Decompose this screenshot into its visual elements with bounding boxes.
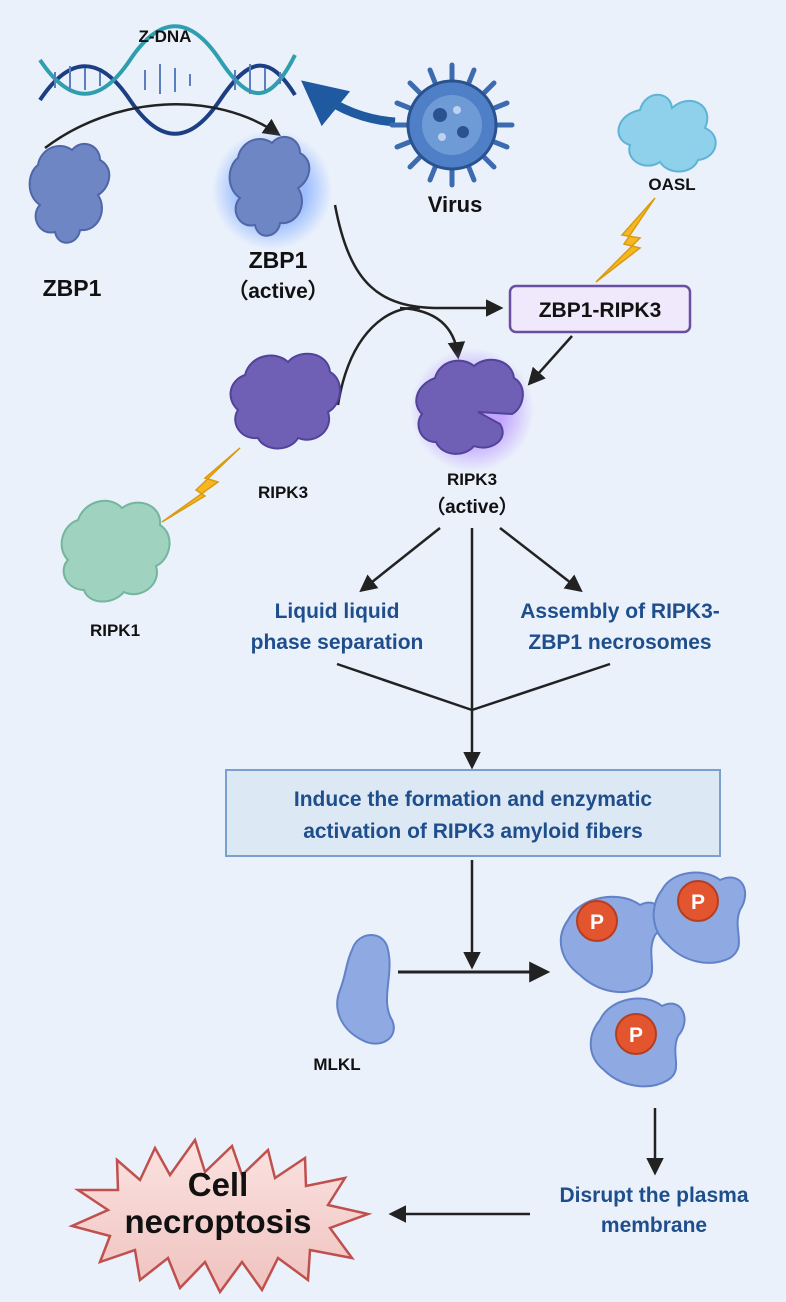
necrosome-label-line1: Assembly of RIPK3-	[520, 600, 720, 623]
necroptosis-label-line1: Cell	[188, 1166, 249, 1203]
phospho-1-icon	[576, 900, 618, 942]
oasl-lightning-icon	[595, 197, 656, 283]
phospho-2-label: P	[691, 891, 705, 914]
ripk3-active-state: （active）	[426, 495, 518, 518]
zbp1-ripk3-complex-label: ZBP1-RIPK3	[539, 299, 662, 322]
phospho-1-label: P	[590, 911, 604, 934]
zbp1-active-state: （active）	[227, 279, 329, 303]
necrosome-converge-line	[471, 662, 611, 712]
to-llps-arrow	[359, 527, 441, 593]
virus-to-zdna-arrow	[301, 80, 396, 127]
disrupt-label-line1: Disrupt the plasma	[559, 1184, 748, 1207]
zbp1-protein-icon	[28, 142, 111, 244]
llps-label-line1: Liquid liquid	[275, 600, 400, 623]
oasl-protein-icon	[617, 93, 717, 173]
ripk3-active-protein-icon	[415, 358, 524, 455]
llps-label-line2: phase separation	[251, 631, 424, 654]
zbp1-ripk3-complex-box	[508, 284, 692, 334]
ripk3-active-name: RIPK3	[447, 470, 497, 489]
ripk3-label: RIPK3	[258, 483, 308, 502]
induce-box	[225, 769, 721, 857]
phospho-3-icon	[615, 1013, 657, 1055]
ripk1-protein-icon	[60, 499, 171, 603]
merge-to-ripk3-active-arrow	[399, 306, 466, 360]
virus-icon	[389, 62, 515, 188]
mlkl-protein-icon	[336, 934, 395, 1045]
to-necrosome-arrow	[499, 527, 583, 593]
induce-label-line2: activation of RIPK3 amyloid fibers	[303, 820, 643, 843]
necroptosis-burst-shape	[68, 1137, 373, 1295]
disrupt-label-line2: membrane	[601, 1214, 707, 1237]
phospho-3-label: P	[629, 1024, 643, 1047]
ripk1-label: RIPK1	[90, 621, 140, 640]
mlkl-label: MLKL	[313, 1055, 360, 1074]
ripk3-protein-icon	[229, 352, 341, 450]
zbp1-active-name: ZBP1	[249, 247, 308, 273]
llps-converge-line	[336, 662, 473, 712]
zbp1-to-complex-arrow	[333, 204, 504, 317]
complex-to-ripk3-active-arrow	[527, 335, 573, 386]
oasl-label: OASL	[648, 175, 695, 194]
necrosome-label-line2: ZBP1 necrosomes	[528, 631, 711, 654]
induce-label-line1: Induce the formation and enzymatic	[294, 788, 653, 811]
virus-label: Virus	[428, 192, 483, 217]
z-dna-label: Z-DNA	[139, 27, 192, 46]
z-dna-icon	[38, 24, 297, 136]
zbp1-active-protein-icon	[228, 135, 311, 237]
ripk3-to-merge-curve	[336, 306, 421, 406]
phospho-2-icon	[677, 880, 719, 922]
phospho-mlkl-group: P P P	[559, 871, 747, 1088]
zbp1-activation-arrow	[44, 103, 281, 149]
zbp1-label: ZBP1	[43, 275, 102, 301]
ripk1-lightning-icon	[161, 447, 241, 523]
necroptosis-label-line2: necroptosis	[124, 1203, 311, 1240]
